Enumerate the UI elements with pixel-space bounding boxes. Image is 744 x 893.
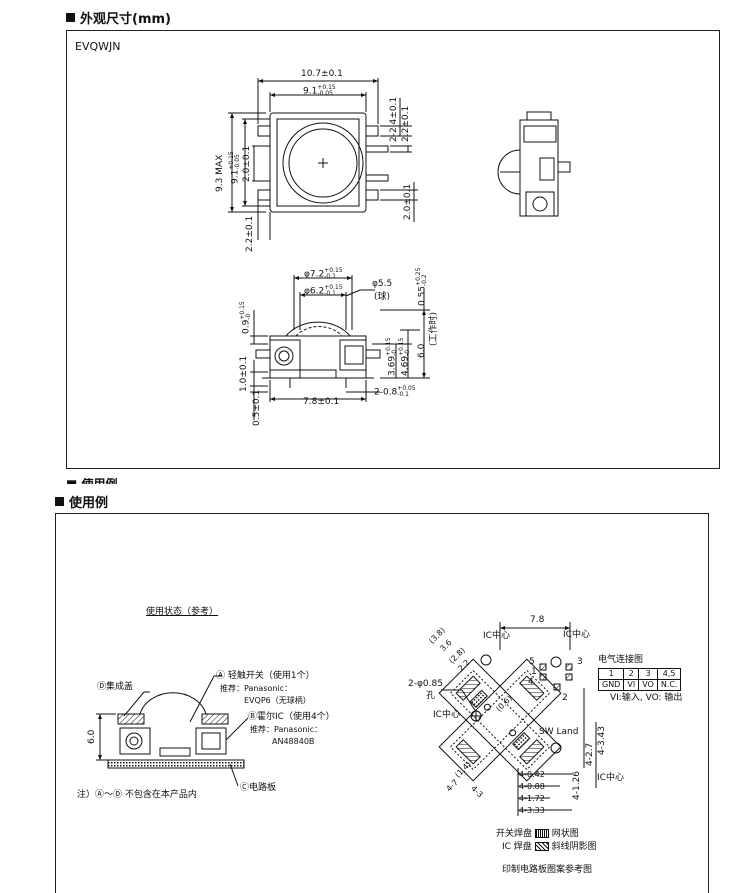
dim-dia-top-label: φ7.2+0.15-0.1 (304, 268, 343, 280)
dim-dia-top-main: φ7.2 (304, 269, 325, 280)
dimensions-frame (66, 30, 720, 469)
pcb-dim-042: 4-0.42 (519, 770, 545, 779)
dim-ball-dia-label: φ5.5 (372, 279, 393, 289)
dim-tol-lower: -0.1 (324, 290, 336, 297)
hall-ic-label: Ⓑ霍尔IC（使用4个） (248, 712, 335, 722)
model-number: EVQWJN (75, 40, 121, 53)
connection-cell: 2 (623, 668, 640, 680)
switch-label: Ⓐ 轻触开关（使用1个） (216, 671, 315, 681)
dim-dia-inner-label: φ6.2+0.15-0.1 (304, 285, 343, 297)
pin-2-label: 2 (562, 693, 568, 703)
connection-cell: GND (597, 679, 625, 691)
dim-tol-upper: +0.15 (317, 84, 336, 91)
dim-inner-width-main: 9.1 (303, 86, 318, 97)
hatch-swatch-icon (534, 842, 549, 851)
dim-tol-upper: +0.05 (397, 385, 416, 392)
bullet-square-icon (66, 13, 75, 22)
legend-switch-text: 开关焊盘 (496, 829, 533, 839)
board-label: Ⓒ电路板 (240, 783, 277, 793)
dim-bottom-width-label: 7.8±0.1 (303, 397, 340, 407)
pcb-dim-172: 4-1.72 (519, 794, 545, 803)
pcb-dim-443: 4-3.43 (597, 725, 607, 755)
legend-ic-text: IC 焊盘 (502, 842, 532, 852)
hall-ic-rec-label: 推荐：Panasonic： (250, 725, 323, 734)
pcb-dim-78: 7.8 (530, 615, 545, 625)
dim-pin-main: 2-0.8 (374, 387, 398, 398)
connection-row-pins: 1 2 3 4,5 (597, 668, 682, 680)
dim-tol-lower: -0.05 (317, 90, 333, 97)
connection-row-signals: GND VI VO N.C. (597, 679, 682, 691)
ic-center-top: IC中心 (483, 631, 510, 641)
dim-tol-lower: -0.1 (324, 273, 336, 280)
dim-inner-width-label: 9.1+0.15-0.05 (303, 85, 336, 97)
connection-cell: 1 (597, 668, 625, 680)
dim-ball-label: (球) (374, 292, 391, 302)
pcb-dim-333: 4-3.33 (519, 806, 545, 815)
section-title-dimensions: 外观尺寸(mm) (66, 8, 171, 27)
connection-cell: VO (638, 679, 658, 691)
legend-switch: 开关焊盘 网状图 (496, 829, 579, 839)
bullet-square-icon (55, 497, 64, 506)
connection-note: VI:输入, VO: 输出 (610, 693, 683, 703)
connection-cell: 4,5 (656, 668, 682, 680)
connection-cell: 3 (638, 668, 658, 680)
connection-cell: VI (623, 679, 640, 691)
legend-ic: IC 焊盘 斜线阴影图 (502, 842, 597, 852)
usage-frame (55, 513, 709, 893)
pcb-dim-4126: 4-1.26 (572, 770, 582, 800)
pin-1-label: 1 (531, 667, 537, 677)
dim-width-label: 10.7±0.1 (301, 69, 343, 79)
section-title-text: 使用例 (69, 496, 109, 511)
dim-pin-label: 2-0.8+0.05-0.1 (374, 386, 416, 398)
connection-title: 电气连接图 (598, 655, 644, 665)
legend-switch-desc: 网状图 (551, 829, 579, 839)
dim-tol-upper: +0.15 (324, 284, 343, 291)
legend-ic-desc: 斜线阴影图 (551, 842, 597, 852)
note-label: 注）Ⓐ～Ⓓ 不包含在本产品内 (77, 790, 197, 800)
pcb-hole-dim: 2-φ0.85 (408, 679, 443, 689)
sw-land-label: SW Land (539, 727, 579, 737)
pcb-hole-label: 孔 (426, 691, 436, 701)
pcb-caption: 印制电路板图案参考图 (502, 865, 593, 875)
usage-state-title: 使用状态（参考） (146, 607, 219, 617)
section-title-usage: 使用例 (55, 492, 108, 511)
section-title-text: 外观尺寸(mm) (80, 12, 171, 27)
hall-ic-part-label: AN48840B (272, 737, 315, 746)
connection-table: 1 2 3 4,5 GND VI VO N.C. (597, 668, 682, 691)
ic-center-topright: IC中心 (563, 630, 590, 640)
switch-rec-label: 推荐：Panasonic： (220, 684, 293, 693)
switch-part-label: EVQP6（无球柄） (244, 696, 311, 705)
pcb-dim-427: 4-2.7 (585, 742, 595, 766)
ic-center-left: IC中心 (433, 710, 460, 720)
dim-dia-inner-main: φ6.2 (304, 286, 325, 297)
dim-tol-upper: +0.15 (324, 267, 343, 274)
cutoff-heading: ■ 使用例 (66, 478, 126, 484)
pin-3-label: 3 (577, 657, 583, 667)
cover-label: Ⓓ集成盖 (97, 682, 134, 692)
pin-5-label: 5 (529, 657, 535, 667)
connection-cell: N.C. (656, 679, 682, 691)
ic-center-right: IC中心 (597, 773, 624, 783)
pcb-dim-088: 4-0.88 (519, 782, 545, 791)
dim-tol-lower: -0.1 (397, 391, 410, 398)
pin-4-label: 4 (528, 677, 534, 687)
mesh-swatch-icon (534, 829, 549, 838)
